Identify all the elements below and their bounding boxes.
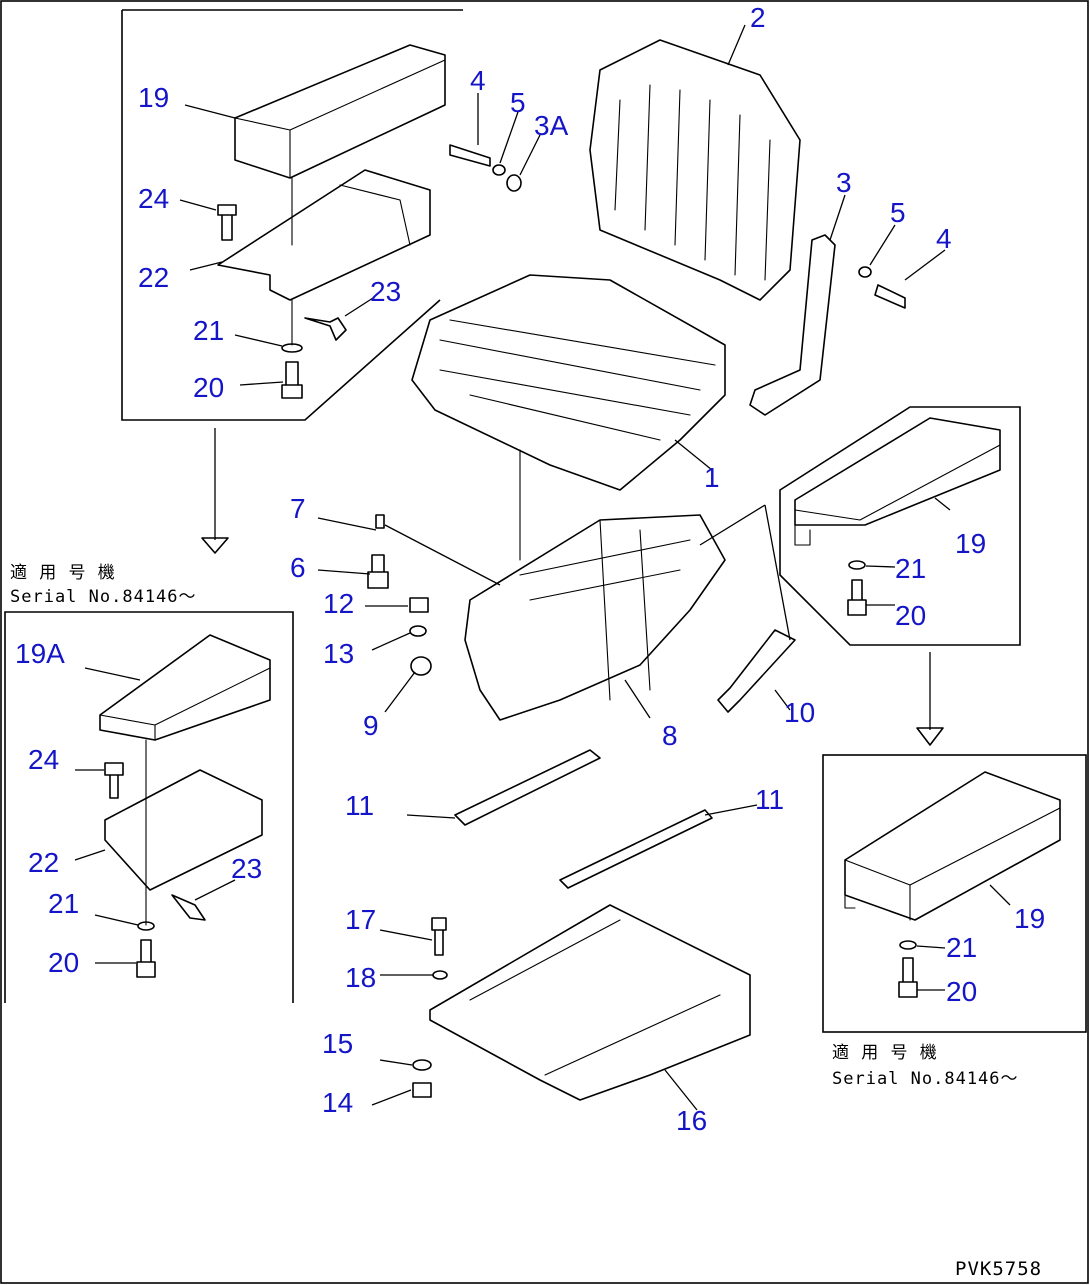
callout-5-right: 5 [890,197,906,228]
suspension-unit [464,514,726,721]
callout-14: 14 [322,1087,353,1118]
callout-20-middle-left: 20 [48,947,79,978]
callout-17: 17 [345,904,376,935]
serial-note-right-line1: 適 用 号 機 [832,1043,938,1063]
callout-19-middle-right: 19 [955,528,986,559]
callout-7: 7 [290,493,306,524]
callout-4-top: 4 [470,65,486,96]
pin-7 [375,514,385,529]
callout-21-bottom-right: 21 [946,932,977,963]
callout-4-right: 4 [936,223,952,254]
callout-19-top-left: 19 [138,82,169,113]
callout-8: 8 [662,720,678,751]
serial-notes: 適 用 号 機 Serial No.84146～ 適 用 号 機 Serial … [10,563,1019,1089]
callout-22-top-left: 22 [138,262,169,293]
bolt-20 [898,957,918,998]
knob-9 [410,656,432,676]
spacer-3a [506,174,522,192]
callout-20-middle-right: 20 [895,600,926,631]
detail-box-outline [822,754,1087,1033]
armrest-detail-middle-left [4,611,294,1003]
washer-21 [848,560,866,570]
seat-assembly [317,24,946,1111]
bolt-20 [281,361,303,399]
callout-18: 18 [345,962,376,993]
washer-5-right [858,266,872,278]
armrest-bracket [104,769,263,891]
callout-1: 1 [704,462,720,493]
drawing-id: PVK5758 [955,1258,1042,1280]
callout-10: 10 [784,697,815,728]
serial-note-right-line2: Serial No.84146～ [832,1069,1019,1089]
shock-absorber [717,629,796,713]
bolt-24 [104,762,124,799]
callout-11-left: 11 [345,790,374,821]
washer-18 [432,970,448,980]
backrest-bracket [749,234,836,416]
nut-12 [409,597,429,613]
slide-rail-left [454,749,601,826]
callout-9: 9 [363,710,379,741]
armrest-pad [99,634,271,741]
bolt-6 [367,554,389,589]
washer-5-top [492,164,506,176]
bolt-4-top [449,144,491,167]
serial-note-left-line2: Serial No.84146～ [10,587,197,607]
callout-23-middle-left: 23 [231,853,262,884]
detail-box-outline [121,9,463,421]
bolt-23 [304,317,347,341]
serial-note-left-line1: 適 用 号 機 [10,563,116,583]
bolt-23 [171,894,206,921]
callout-20-top-left: 20 [193,372,224,403]
bolt-24 [217,204,237,241]
callout-20-bottom-right: 20 [946,976,977,1007]
bolt-17 [431,917,447,956]
armrest-pad [844,771,1061,921]
detail-box-outline [4,611,294,1003]
armrest-detail-top-left [121,9,463,421]
callout-22-middle-left: 22 [28,847,59,878]
callout-24-middle-left: 24 [28,744,59,775]
armrest-detail-middle-right [779,406,1021,646]
callout-3: 3 [836,167,852,198]
callout-21-middle-left: 21 [48,888,79,919]
callout-19-bottom-right: 19 [1014,903,1045,934]
callout-24-top-left: 24 [138,183,169,214]
washer-13 [409,625,427,637]
base-plate [429,904,751,1101]
callout-21-middle-right: 21 [895,553,926,584]
bolt-4-right [874,284,906,309]
armrest-bracket [217,169,431,301]
callout-16: 16 [676,1105,707,1136]
slide-rail-right [559,809,713,889]
seat-cushion [411,274,726,491]
washer-15 [412,1059,432,1071]
callout-23-top-left: 23 [370,276,401,307]
callout-19a: 19A [15,638,65,669]
backrest [589,39,801,301]
bolt-20 [136,939,156,978]
callout-21-top-left: 21 [193,315,224,346]
callout-3a: 3A [534,110,569,141]
callout-15: 15 [322,1028,353,1059]
callout-12: 12 [323,588,354,619]
callout-13: 13 [323,638,354,669]
callout-2: 2 [750,2,766,33]
arrow-down-icon [201,537,229,554]
arrow-down-icon [916,727,944,746]
callout-labels: 1 2 3 3A 4 4 5 5 6 7 8 9 10 11 11 12 13 … [15,2,1045,1136]
armrest-pad [234,44,446,179]
bolt-20 [847,579,867,616]
callout-5-top: 5 [510,87,526,118]
detail-box-outline [779,406,1021,646]
armrest-pad [794,417,1001,526]
callout-11-right: 11 [755,784,784,815]
washer-21 [899,940,917,950]
armrest-detail-bottom-right [822,754,1087,1033]
nut-14 [412,1082,432,1098]
callout-6: 6 [290,552,306,583]
